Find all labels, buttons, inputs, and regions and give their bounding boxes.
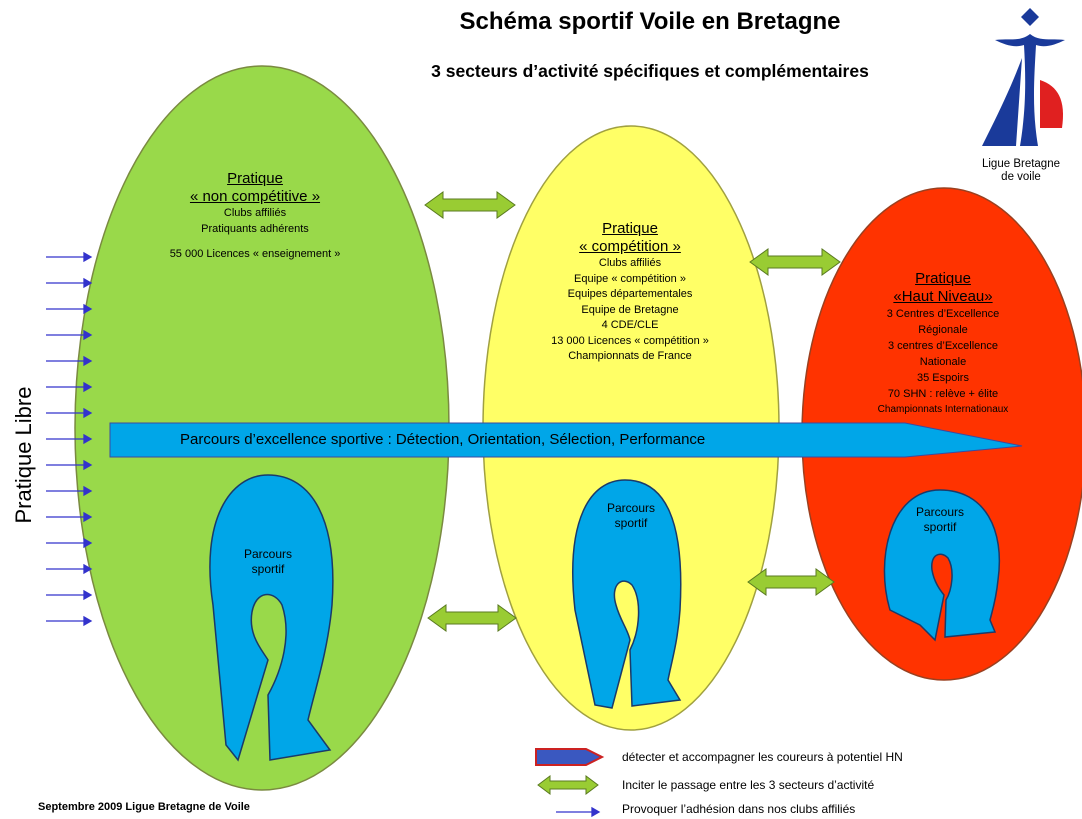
parcours-spiral-yellow: [572, 479, 682, 709]
parcours-label-yellow: Parcours sportif: [591, 501, 671, 531]
sector-competition-text: Pratique « compétition » Clubs affiliés …: [520, 220, 740, 365]
sector-non-competitive-text: Pratique « non compétitive » Clubs affil…: [110, 170, 400, 262]
sector-line: 3 centres d’Excellence: [887, 340, 999, 352]
double-arrow-bottom-yellow-red: [747, 568, 835, 596]
sector-title: Pratique: [227, 170, 283, 187]
sector-licences: 55 000 Licences « enseignement »: [169, 248, 341, 260]
sector-title: Pratique: [915, 270, 971, 287]
sector-line: Clubs affiliés: [598, 257, 662, 269]
legend-marker-green-arrow: [537, 775, 599, 795]
logo-caption: Ligue Bretagne de voile: [962, 158, 1080, 184]
parcours-spiral-green: [209, 474, 334, 762]
parcours-line-1: Parcours: [243, 547, 293, 561]
sector-title-quoted: «Haut Niveau»: [893, 288, 993, 305]
legend-marker-blue-arrow: [556, 806, 601, 818]
sector-title: Pratique: [602, 220, 658, 237]
parcours-line-1: Parcours: [606, 501, 656, 515]
logo-line-2: de voile: [1001, 171, 1041, 183]
sector-line: 4 CDE/CLE: [601, 319, 659, 331]
sector-line: Equipes départementales: [567, 288, 693, 300]
pratique-libre-label: Pratique Libre: [11, 386, 36, 524]
sector-line: Nationale: [919, 356, 967, 368]
logo-line-1: Ligue Bretagne: [981, 158, 1060, 170]
sector-line: Equipe « compétition »: [574, 272, 686, 285]
footer-credit: Septembre 2009 Ligue Bretagne de Voile: [38, 801, 250, 813]
double-arrow-top-yellow-red: [749, 248, 841, 276]
sector-line: Championnats de France: [568, 350, 692, 362]
ligue-bretagne-logo: [982, 8, 1065, 146]
excellence-banner-label: Parcours d’excellence sportive : Détecti…: [180, 431, 706, 448]
sector-line: Clubs affiliés: [223, 207, 287, 219]
legend-text-3: Provoquer l’adhésion dans nos clubs affi…: [622, 802, 856, 816]
legend-text-2: Inciter le passage entre les 3 secteurs …: [622, 778, 875, 792]
parcours-line-2: sportif: [614, 516, 648, 530]
sector-line: 3 Centres d’Excellence: [886, 308, 1000, 320]
parcours-line-2: sportif: [251, 562, 285, 576]
legend-marker-blue-banner: [535, 748, 605, 766]
sector-line: 13 000 Licences « compétition »: [551, 334, 709, 347]
sector-line: 35 Espoirs: [917, 372, 969, 384]
sector-line: Championnats Internationaux: [877, 404, 1009, 415]
sector-line: 70 SHN : relève + élite: [887, 388, 999, 400]
sector-haut-niveau-text: Pratique «Haut Niveau» 3 Centres d’Excel…: [838, 270, 1048, 418]
sector-line: Equipe de Bretagne: [581, 303, 679, 316]
excellence-banner: [109, 422, 1023, 458]
parcours-label-red: Parcours sportif: [900, 505, 980, 535]
parcours-spiral-red: [883, 489, 1001, 642]
page-title: Schéma sportif Voile en Bretagne: [459, 8, 841, 35]
double-arrow-bottom-green-yellow: [427, 604, 517, 632]
sector-title-quoted: « compétition »: [579, 238, 681, 255]
sector-title-quoted: « non compétitive »: [189, 188, 321, 205]
sector-line: Pratiquants adhérents: [201, 222, 309, 235]
parcours-label-green: Parcours sportif: [228, 547, 308, 577]
pratique-libre-arrows: [46, 251, 93, 627]
double-arrow-top-green-yellow: [424, 191, 516, 219]
parcours-line-2: sportif: [923, 520, 957, 534]
legend-text-1: détecter et accompagner les coureurs à p…: [622, 750, 903, 764]
page-subtitle: 3 secteurs d’activité spécifiques et com…: [431, 61, 869, 81]
parcours-line-1: Parcours: [915, 505, 965, 519]
sector-line: Régionale: [918, 324, 968, 336]
